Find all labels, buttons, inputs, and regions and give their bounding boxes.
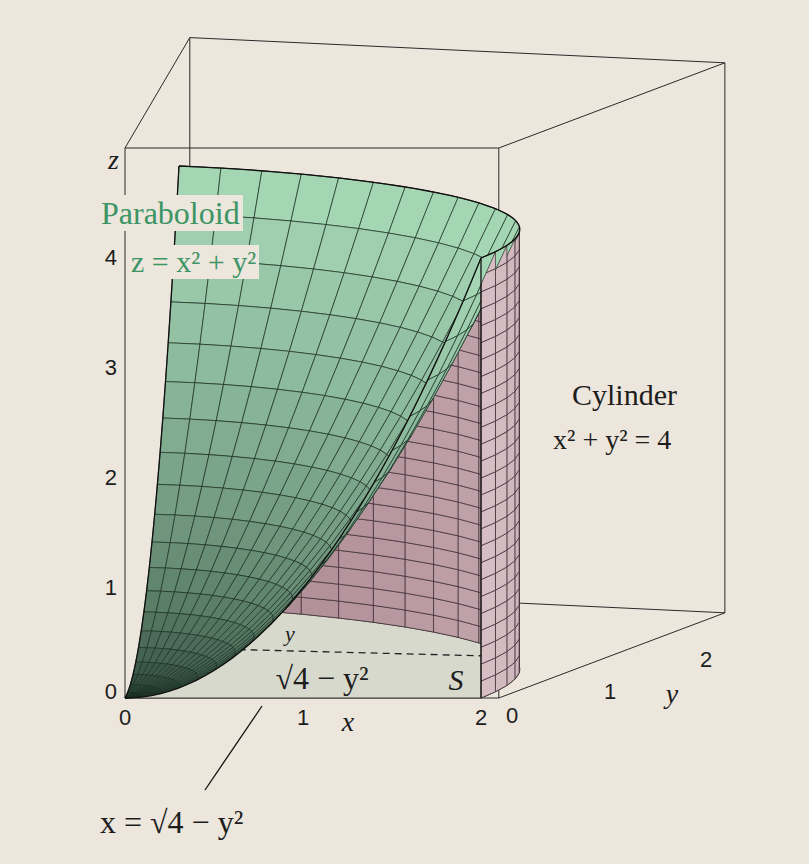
leader-line <box>205 706 262 790</box>
tick-label: 0 <box>506 703 518 728</box>
paraboloid-patch <box>166 343 200 383</box>
tick-label: 1 <box>105 575 117 600</box>
paraboloid-patch <box>374 445 401 482</box>
bounding-box <box>125 38 725 698</box>
bound-equation: x = √4 − y² <box>100 804 243 841</box>
box-edge <box>190 38 725 63</box>
paraboloid-patch <box>254 616 274 636</box>
variable-label: y <box>282 621 298 646</box>
surface-outlines <box>125 166 520 698</box>
surface-equation: z = x² + y² <box>128 245 259 280</box>
box-edge <box>724 63 725 613</box>
paraboloid-patch <box>273 596 293 619</box>
paraboloid-patch <box>310 546 332 574</box>
axis-name: y <box>666 678 678 710</box>
surface-outline <box>480 258 481 698</box>
paraboloid-patch <box>292 574 312 599</box>
box-edge <box>125 148 499 149</box>
paraboloid-patch <box>428 336 458 380</box>
tick-label: 0 <box>105 679 117 704</box>
surface-equation: x² + y² = 4 <box>553 424 671 456</box>
surface-outline <box>125 258 481 698</box>
paraboloid-patch <box>168 302 205 344</box>
tick-label: 2 <box>475 705 487 730</box>
tick-label: 0 <box>119 705 131 730</box>
axis-name: z <box>108 144 119 176</box>
paraboloid-patch <box>445 295 476 342</box>
box-edge <box>125 38 190 148</box>
region-name: S <box>449 663 464 698</box>
tick-label: 3 <box>105 355 117 380</box>
paraboloid-patch <box>463 252 495 301</box>
tick-label: 4 <box>105 245 117 270</box>
box-edge <box>499 63 725 148</box>
surfaces <box>125 166 519 698</box>
paraboloid-patch <box>410 375 439 417</box>
paraboloid-patch <box>163 382 195 420</box>
surface-name: Cylinder <box>572 378 677 413</box>
tick-label: 2 <box>105 465 117 490</box>
surface-name: Paraboloid <box>98 195 243 232</box>
tick-label: 1 <box>297 705 309 730</box>
paraboloid-patch <box>392 411 420 450</box>
tick-label: 2 <box>700 647 712 672</box>
axis-name: x <box>342 706 354 738</box>
tick-label: 1 <box>604 679 616 704</box>
bound-expression: √4 − y² <box>272 660 371 697</box>
